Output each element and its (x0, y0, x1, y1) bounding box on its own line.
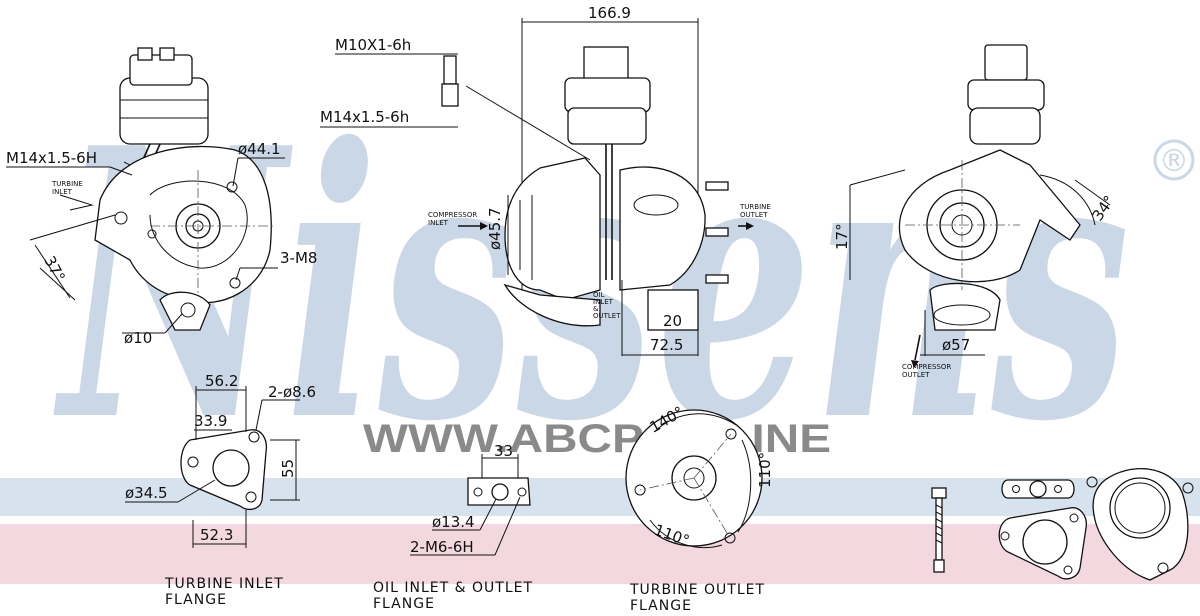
tif-caption-2: FLANGE (165, 592, 227, 608)
left-diameter-bottom: ø10 (124, 329, 152, 347)
oil-bore: ø13.4 (432, 513, 475, 531)
accessory-parts (931, 468, 1194, 581)
center-oil-1: OIL (593, 291, 605, 299)
oil-caption-2: FLANGE (373, 596, 435, 612)
right-compressor-outlet-1: COMPRESSOR (902, 363, 951, 371)
center-compressor-inlet-2: INLET (428, 219, 449, 227)
left-turbine-inlet-1: TURBINE (51, 180, 83, 188)
center-diameter: ø45.7 (486, 207, 504, 250)
oil-inlet-outlet-flange: 33 ø13.4 2-M6-6H OIL INLET & OUTLET FLAN… (373, 442, 533, 612)
left-bolts: 3-M8 (280, 249, 317, 267)
center-dim-20: 20 (663, 312, 682, 330)
center-width: 166.9 (588, 4, 631, 22)
registered-mark: ® (1153, 139, 1195, 181)
center-oil-2: INLET (593, 298, 614, 306)
center-turbo-view: 166.9 M10X1-6h M14x1.5-6h 20 72. (320, 4, 771, 356)
tof-caption-1: TURBINE OUTLET (629, 582, 765, 598)
center-oil-3: & (593, 305, 599, 313)
tif-caption-1: TURBINE INLET (164, 576, 284, 592)
right-diameter: ø57 (942, 336, 970, 354)
tof-angle-right: 110° (756, 452, 774, 488)
center-turbine-outlet-1: TURBINE (739, 203, 771, 211)
svg-text:®: ® (1159, 144, 1189, 179)
oil-threads: 2-M6-6H (410, 538, 474, 556)
tif-offset: 33.9 (194, 412, 227, 430)
tif-height: 55 (279, 459, 297, 478)
right-compressor-outlet-2: OUTLET (902, 371, 930, 379)
left-turbine-inlet-2: INLET (52, 188, 73, 196)
center-thread-top: M10X1-6h (335, 36, 411, 54)
center-turbine-outlet-2: OUTLET (740, 211, 768, 219)
oil-spacing: 33 (494, 442, 513, 460)
tif-width-bottom: 52.3 (200, 526, 233, 544)
turbine-inlet-flange: 56.2 2-ø8.6 33.9 55 ø34.5 52.3 TURBINE I… (125, 372, 316, 608)
tif-width-top: 56.2 (205, 372, 238, 390)
tif-bore: ø34.5 (125, 484, 168, 502)
tof-caption-2: FLANGE (630, 598, 692, 614)
right-turbo-view: 17° 34° ø57 COMPRESSOR OUTLET (833, 44, 1119, 379)
right-dim-17: 17° (833, 223, 851, 250)
left-thread-label: M14x1.5-6H (6, 149, 97, 167)
center-compressor-inlet-1: COMPRESSOR (428, 211, 477, 219)
turbine-outlet-flange: 140° 110° 110° TURBINE OUTLET FLANGE (625, 403, 774, 614)
oil-caption-1: OIL INLET & OUTLET (373, 580, 533, 596)
center-thread-mid: M14x1.5-6h (320, 108, 409, 126)
left-diameter-top: ø44.1 (238, 140, 281, 158)
center-dim-72: 72.5 (650, 336, 683, 354)
center-oil-4: OUTLET (593, 312, 621, 320)
tif-holes: 2-ø8.6 (268, 383, 316, 401)
